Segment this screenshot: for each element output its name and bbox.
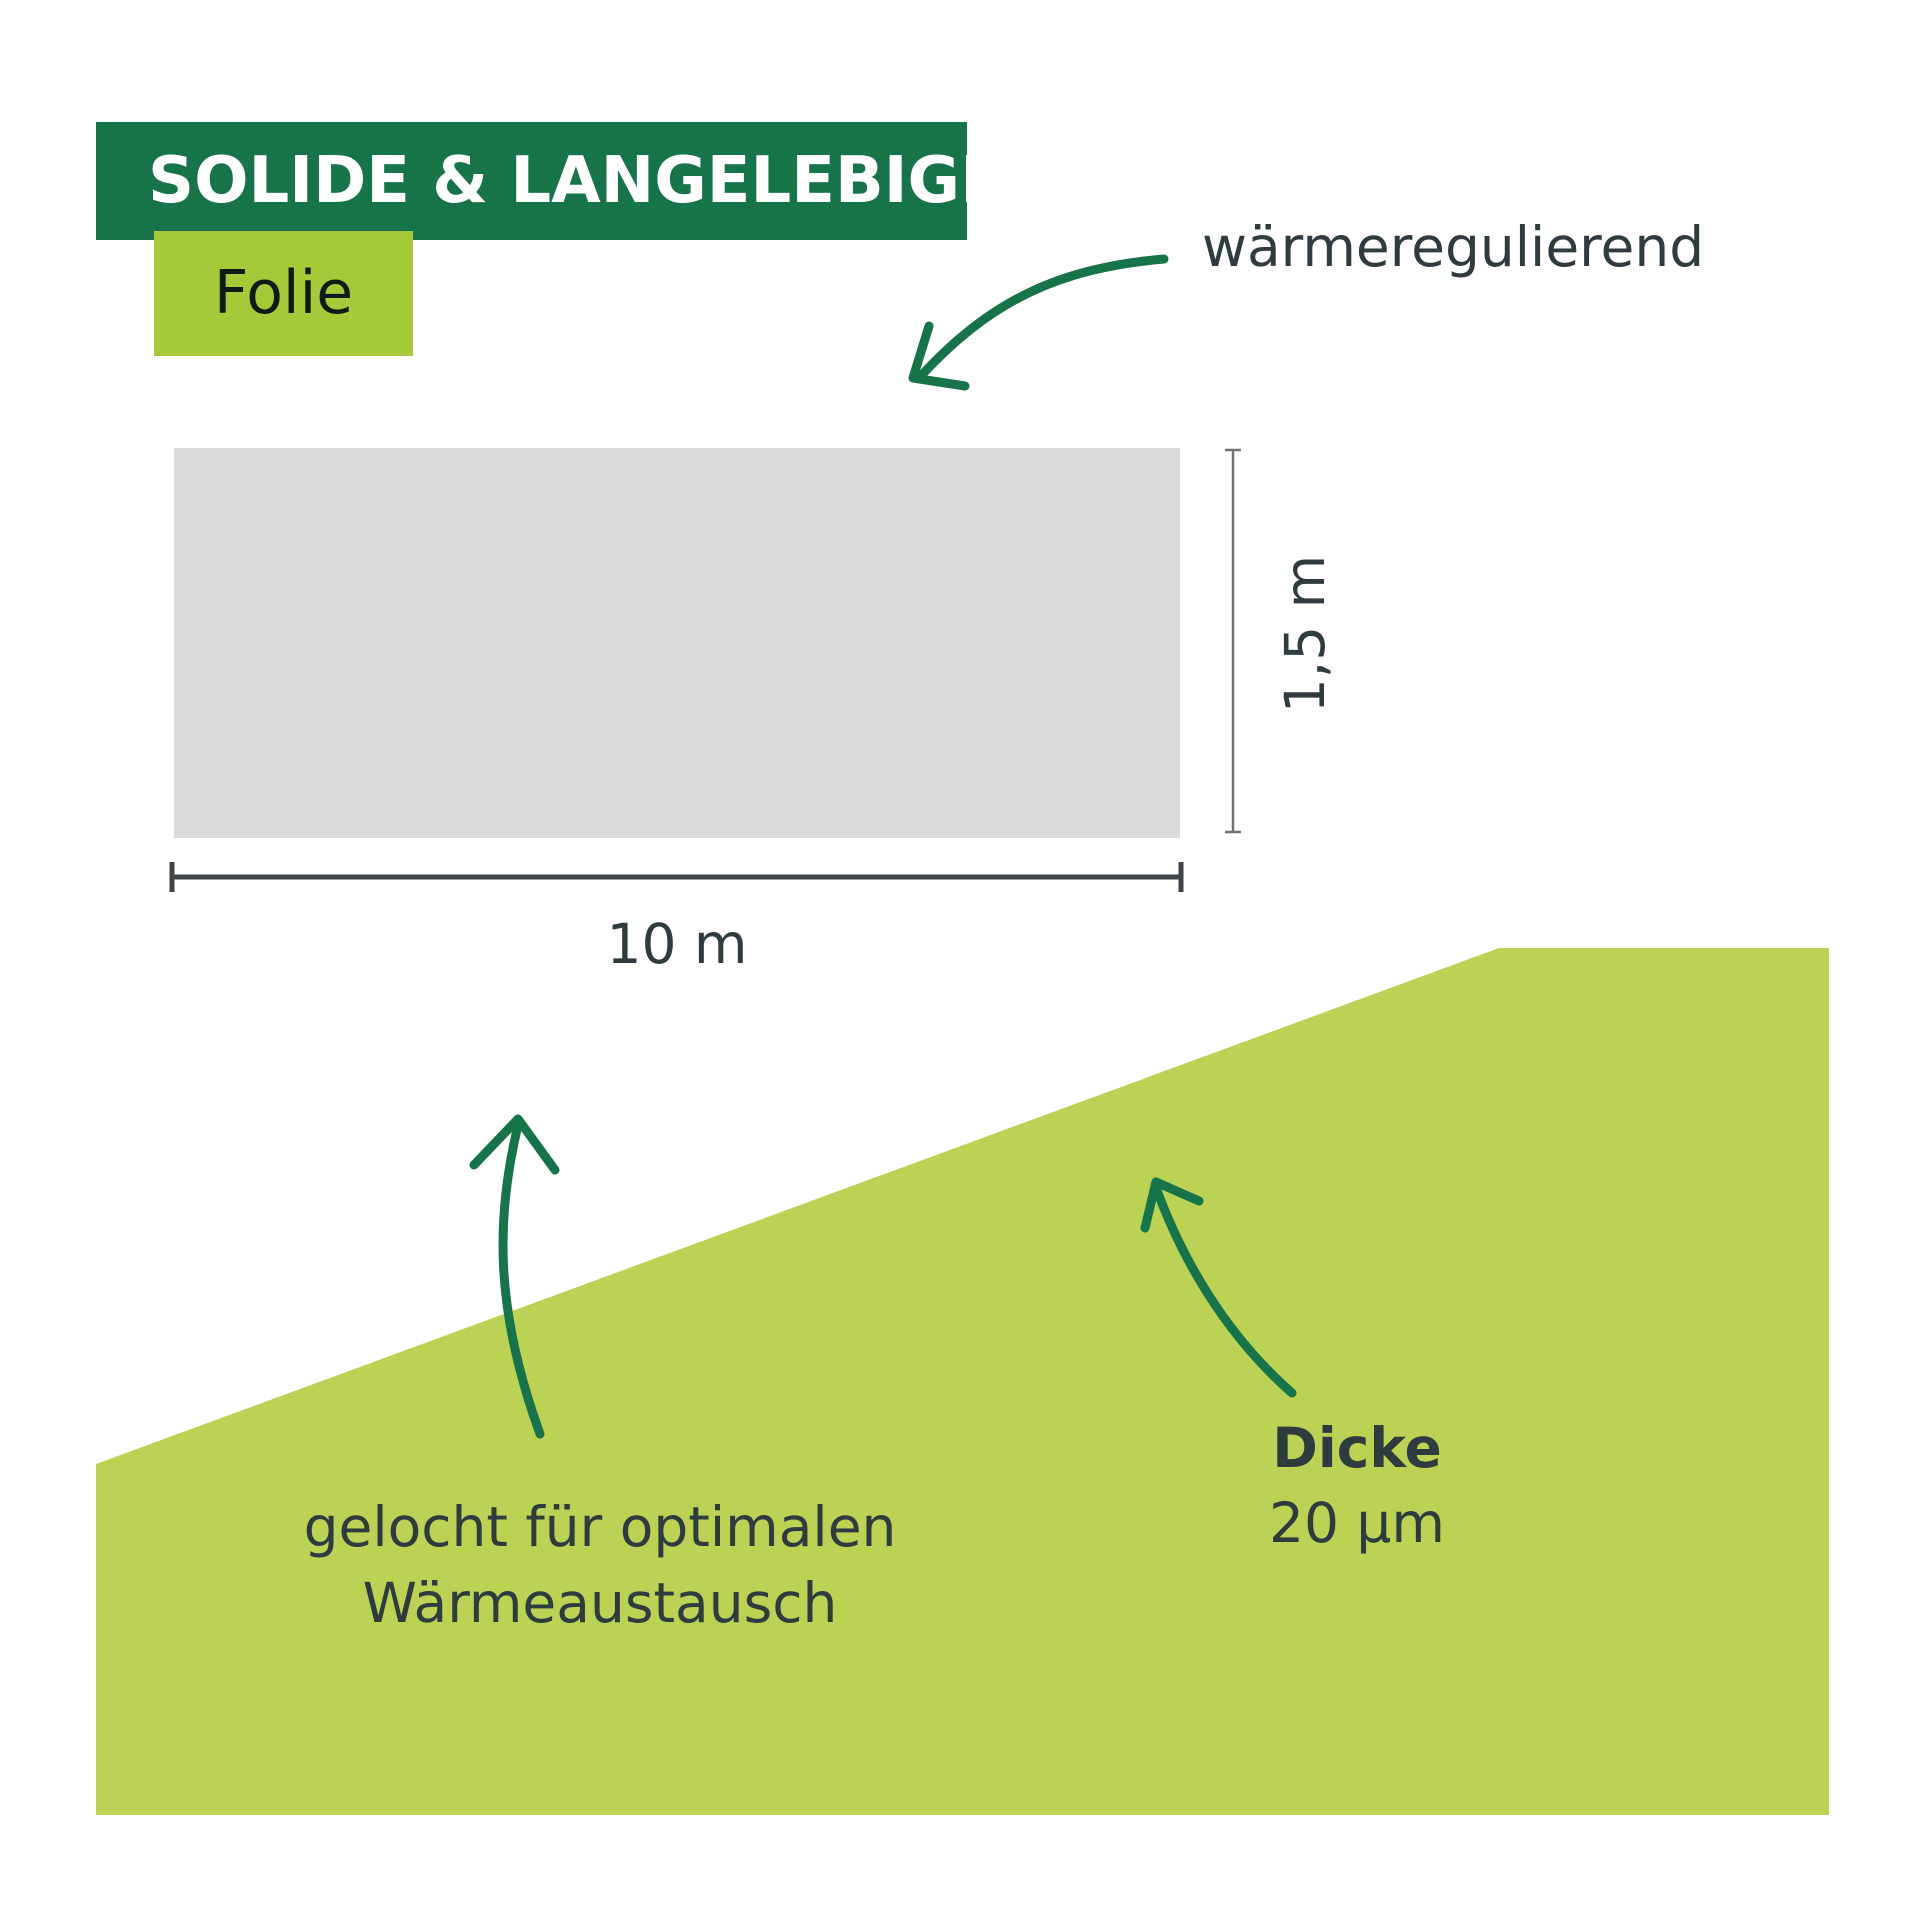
foil-shape [174, 448, 1180, 838]
curved-arrow-icon [469, 1114, 560, 1439]
curved-arrow-icon [1140, 1177, 1297, 1398]
page-subtitle: Folie [213, 258, 354, 328]
slope-shape [96, 948, 1829, 1815]
height-dimension-line [1225, 448, 1241, 834]
page-title: SOLIDE & LANGELEBIGE [148, 144, 1004, 218]
heat-regulating-label: wärmeregulierend [1202, 215, 1705, 279]
width-dimension-line [169, 862, 1184, 892]
thickness-value: 20 µm [1268, 1491, 1446, 1555]
perforated-label-line1: gelocht für optimalen [303, 1495, 897, 1559]
width-label: 10 m [606, 912, 748, 976]
title-banner [96, 122, 967, 240]
perforated-label-line2: Wärmeaustausch [362, 1571, 838, 1635]
subtitle-tag [154, 231, 413, 356]
perforated-label: gelocht für optimalen Wärmeaustausch [250, 1489, 950, 1641]
thickness-title: Dicke [1272, 1416, 1442, 1480]
curved-arrow-icon [908, 254, 1169, 391]
height-label: 1,5 m [1273, 554, 1337, 714]
